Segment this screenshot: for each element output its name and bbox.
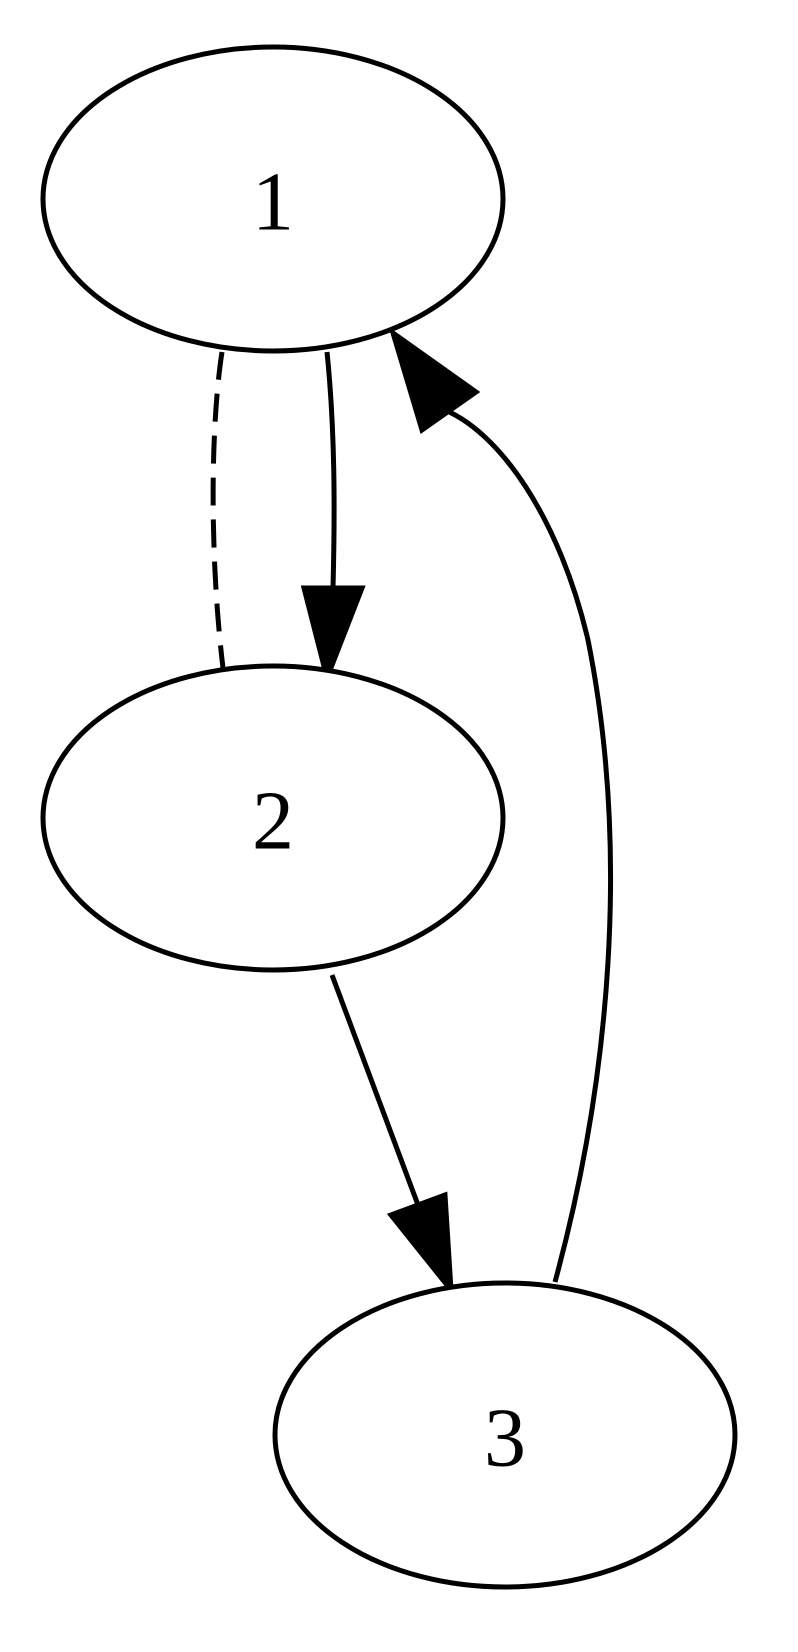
edge-2-to-3-line (329, 974, 421, 1206)
node-2-shape (40, 663, 506, 973)
edge-1-to-2-arrowhead (300, 585, 366, 687)
edge-2-to-3-arrowhead (386, 1191, 454, 1298)
node-1-label: 1 (252, 156, 294, 249)
edge-3-to-1-line (439, 405, 613, 1283)
edge-1-to-2-dashed (210, 351, 226, 669)
node-3-shape (272, 1280, 738, 1590)
node-1[interactable]: 1 (40, 44, 506, 354)
edge-3-to-1 (388, 326, 613, 1283)
edges (210, 326, 613, 1298)
node-3-label: 3 (484, 1392, 526, 1485)
edge-2-to-3 (329, 974, 454, 1298)
edge-1-to-2 (300, 351, 366, 687)
node-1-shape (40, 44, 506, 354)
nodes: 1 2 3 (40, 44, 738, 1590)
node-2-label: 2 (252, 775, 294, 868)
node-3[interactable]: 3 (272, 1280, 738, 1590)
edge-1-to-2-line (324, 351, 337, 589)
edge-3-to-1-arrowhead (388, 326, 481, 435)
node-2[interactable]: 2 (40, 663, 506, 973)
